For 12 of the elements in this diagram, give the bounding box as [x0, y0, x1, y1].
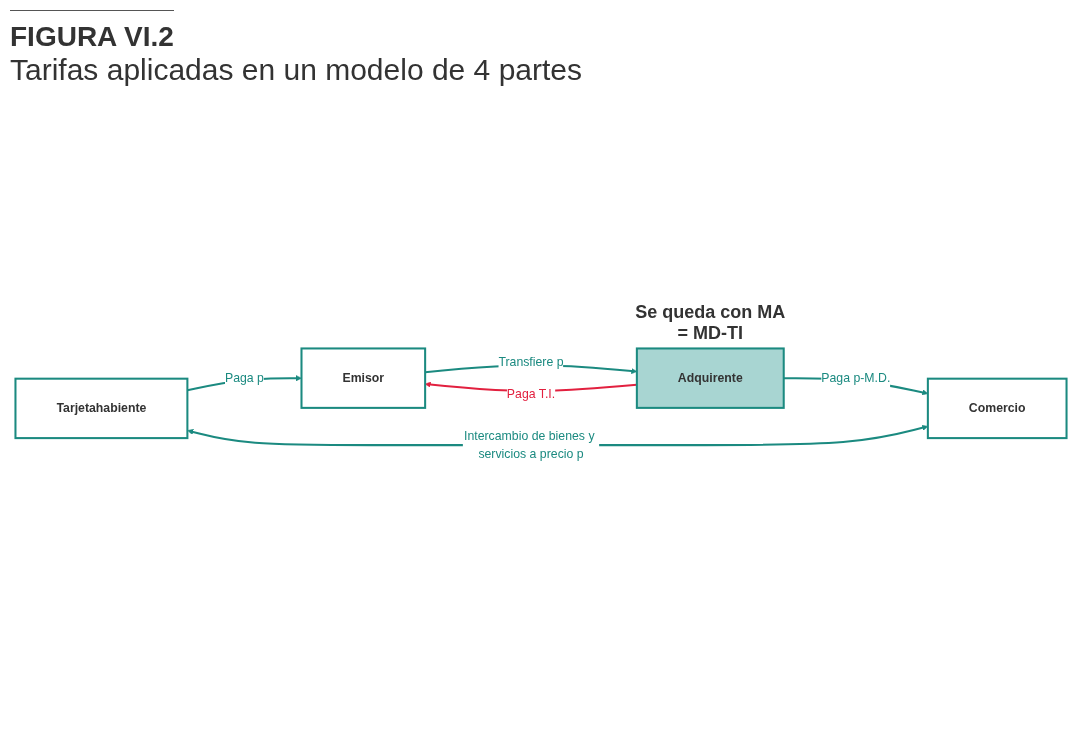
edge-label: Transfiere p — [498, 354, 564, 369]
edge-label: Paga T.I. — [506, 387, 556, 401]
edge-label: Intercambio de bienes y servicios a precio p — [464, 428, 595, 461]
node-box: Adquirente — [635, 347, 785, 409]
node-box: Tarjetahabiente — [14, 377, 189, 440]
figure-title: FIGURA VI.2 — [10, 10, 174, 53]
node-box: Emisor — [300, 347, 427, 409]
figure-caption: Tarifas aplicadas en un modelo de 4 partes — [10, 53, 583, 87]
node-box: Comercio — [926, 377, 1068, 440]
edge-label: Paga p — [224, 371, 264, 385]
edge-label: Paga p-M.D. — [821, 371, 891, 385]
node-annotation: Se queda con MA = MD-TI — [634, 302, 787, 345]
